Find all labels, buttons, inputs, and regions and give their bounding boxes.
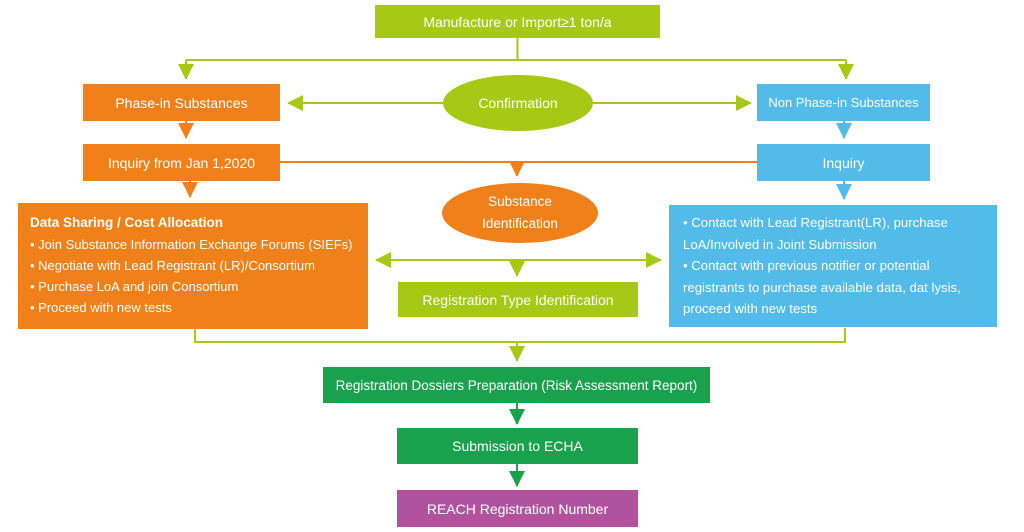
node-contact-lead-registrant: • Contact with Lead Registrant(LR), purc… xyxy=(669,205,997,327)
middle-branch-lines xyxy=(375,252,662,277)
data-sharing-title: Data Sharing / Cost Allocation xyxy=(30,215,224,230)
data-sharing-bullet: • Join Substance Information Exchange Fo… xyxy=(30,236,353,252)
node-data-sharing-cost-allocation: Data Sharing / Cost Allocation • Join Su… xyxy=(18,203,368,329)
data-sharing-bullet: • Purchase LoA and join Consortium xyxy=(30,278,239,294)
node-manufacture-or-import: Manufacture or Import≥1 ton/a xyxy=(375,5,660,38)
data-sharing-bullet: • Proceed with new tests xyxy=(30,300,172,315)
node-confirmation: Confirmation xyxy=(443,75,593,131)
contact-bullet: • Contact with previous notifier or pote… xyxy=(683,258,961,316)
node-registration-dossiers-preparation: Registration Dossiers Preparation (Risk … xyxy=(323,367,710,403)
node-phase-in-substances: Phase-in Substances xyxy=(83,84,280,121)
node-reach-registration-number: REACH Registration Number xyxy=(397,490,638,527)
node-substance-identification: Substance Identification xyxy=(442,183,598,243)
data-sharing-bullet: • Negotiate with Lead Registrant (LR)/Co… xyxy=(30,257,315,273)
node-non-phase-in-substances: Non Phase-in Substances xyxy=(757,84,930,121)
contact-bullet: • Contact with Lead Registrant(LR), purc… xyxy=(683,215,948,252)
node-submission-to-echa: Submission to ECHA xyxy=(397,428,638,464)
collector-lines xyxy=(194,328,846,362)
node-inquiry-from-jan-2020: Inquiry from Jan 1,2020 xyxy=(83,144,280,181)
node-inquiry: Inquiry xyxy=(757,144,930,181)
substance-identification-label: Substance Identification xyxy=(482,194,558,231)
node-registration-type-identification: Registration Type Identification xyxy=(398,282,638,317)
